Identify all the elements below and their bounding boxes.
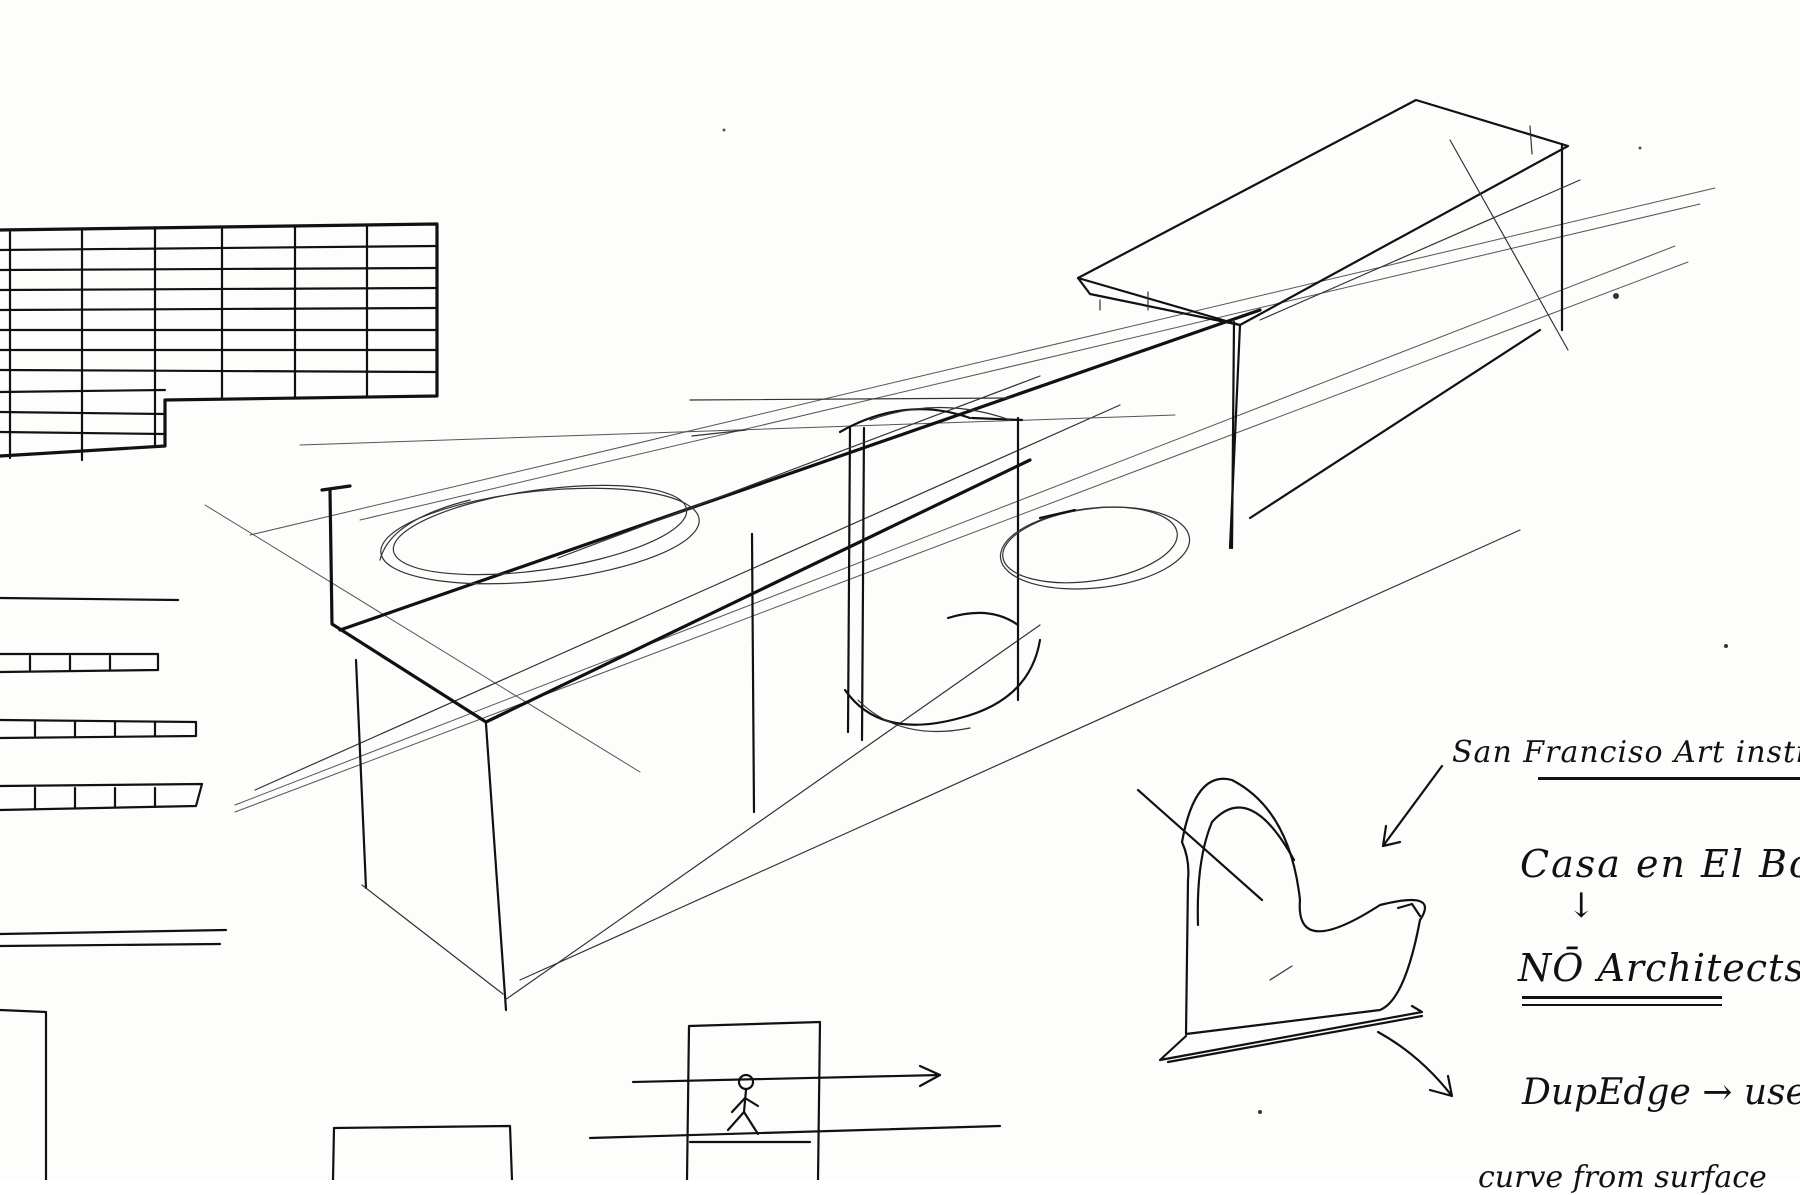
- shell-form-sketch: [1136, 764, 1454, 1098]
- note-underline-double-top: [1522, 996, 1722, 999]
- facade-grid-sketch: [0, 222, 439, 462]
- note-no-architects: NŌ Architects: [1518, 946, 1800, 990]
- figure-section-sketch: [331, 1020, 1002, 1180]
- note-underline: [1538, 777, 1800, 780]
- note-curve-from-surface: curve from surface: [1478, 1160, 1767, 1195]
- note-casa-en-el-bosque: Casa en El Bos: [1520, 842, 1800, 886]
- note-down-arrow: ↓: [1567, 886, 1596, 926]
- main-massing-sketch: [204, 98, 1716, 1012]
- note-san-francisco-art-institute: San Franciso Art instit: [1452, 735, 1800, 770]
- section-sketches-left: [0, 596, 228, 1180]
- paper-specks: [722, 128, 1728, 1114]
- note-underline-double-bottom: [1522, 1004, 1722, 1006]
- note-dupedge-useful: DupEdge → usefu: [1522, 1072, 1800, 1113]
